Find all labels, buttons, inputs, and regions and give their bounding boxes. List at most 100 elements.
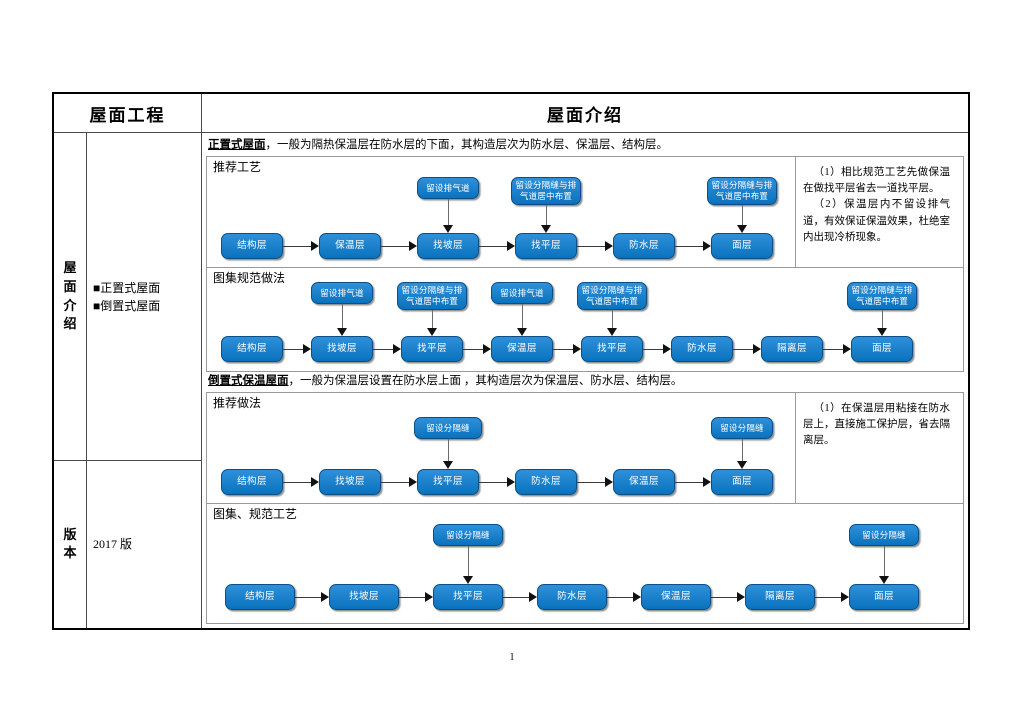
flow-connector: [373, 348, 393, 350]
table-row-intro: 屋面介绍 ■正置式屋面 ■倒置式屋面 正置式屋面，一般为隔热保温层在防水层的下面…: [52, 131, 970, 630]
flow-callout[interactable]: 留设排气道: [491, 281, 553, 304]
flow-node[interactable]: 防水层: [671, 335, 733, 362]
callout-arrow-head: [443, 224, 453, 233]
flow-node[interactable]: 保温层: [491, 335, 553, 362]
flow-connector: [503, 596, 529, 598]
flow-arrow-head: [841, 591, 849, 602]
flow-arrow-head: [311, 476, 319, 487]
flow-arrow-head: [321, 591, 329, 602]
flow-callout[interactable]: 留设分隔缝: [433, 523, 503, 546]
flow-node[interactable]: 保温层: [641, 583, 711, 610]
flow-connector: [675, 245, 703, 247]
flow-arrow-head: [663, 343, 671, 354]
callout-connector: [448, 198, 449, 225]
flow-arrow-head: [843, 343, 851, 354]
intro-bullets-cell: ■正置式屋面 ■倒置式屋面: [86, 131, 202, 462]
callout-arrow-head: [737, 224, 747, 233]
flow-panel-label: 推荐工艺: [213, 159, 262, 174]
callout-arrow-head: [443, 460, 453, 469]
flow-arrow-head: [753, 343, 761, 354]
flow-node[interactable]: 找平层: [515, 232, 577, 259]
roofing-spec-table: 屋面工程 屋面介绍 屋面介绍 ■正置式屋面 ■倒置式屋面 正置式屋面，一般为隔热…: [52, 92, 970, 630]
flow-connector: [381, 245, 409, 247]
table-header-row: 屋面工程 屋面介绍: [52, 92, 970, 133]
flow-node[interactable]: 保温层: [319, 232, 381, 259]
flow-callout[interactable]: 留设分隔缝与排气道居中布置: [577, 281, 647, 310]
panel-divider: [795, 392, 796, 503]
flow-callout[interactable]: 留设分隔缝: [414, 416, 482, 439]
flow-callout[interactable]: 留设排气道: [311, 281, 373, 304]
flow-callout[interactable]: 留设分隔缝与排气道居中布置: [397, 281, 467, 310]
flow-connector: [479, 245, 507, 247]
flow-node[interactable]: 找平层: [417, 468, 479, 495]
flow-arrow-head: [605, 476, 613, 487]
flow-node[interactable]: 面层: [849, 583, 919, 610]
callout-connector: [882, 309, 883, 328]
flow-node[interactable]: 隔离层: [745, 583, 815, 610]
flow-node[interactable]: 找坡层: [311, 335, 373, 362]
flow-node[interactable]: 找坡层: [417, 232, 479, 259]
flow-arrow-head: [483, 343, 491, 354]
flow-node[interactable]: 结构层: [221, 232, 283, 259]
flow-node[interactable]: 找坡层: [329, 583, 399, 610]
diagram-cell: 正置式屋面，一般为隔热保温层在防水层的下面，其构造层次为防水层、保温层、结构层。…: [201, 131, 970, 630]
header-left-title: 屋面工程: [52, 92, 202, 133]
flow-arrow-head: [409, 476, 417, 487]
flow-node[interactable]: 面层: [851, 335, 913, 362]
version-value: 2017 版: [86, 460, 202, 630]
flow-node[interactable]: 结构层: [221, 335, 283, 362]
flow-node[interactable]: 面层: [711, 232, 773, 259]
callout-arrow-head: [607, 327, 617, 336]
callout-arrow-head: [541, 224, 551, 233]
flow-node[interactable]: 隔离层: [761, 335, 823, 362]
flow-node[interactable]: 找平层: [401, 335, 463, 362]
flow-node[interactable]: 防水层: [613, 232, 675, 259]
callout-connector: [342, 303, 343, 328]
callout-connector: [884, 545, 885, 576]
flow-connector: [577, 481, 605, 483]
flow-panel-daozhi-recommended: 推荐做法（1）在保温层用粘接在防水层上，直接施工保护层，省去隔离层。结构层找坡层…: [206, 391, 964, 504]
flow-connector: [675, 481, 703, 483]
flow-connector: [479, 481, 507, 483]
flow-node[interactable]: 找平层: [581, 335, 643, 362]
panel-note: （1）相比规范工艺先做保温在做找平层省去一道找平层。（2）保温层内不留设排气道，…: [803, 166, 950, 243]
flow-node[interactable]: 结构层: [225, 583, 295, 610]
callout-connector: [432, 309, 433, 328]
panel-note: （1）在保温层用粘接在防水层上，直接施工保护层，省去隔离层。: [803, 402, 950, 447]
version-vertical-label-cell: 版本: [52, 460, 87, 630]
flow-node[interactable]: 找平层: [433, 583, 503, 610]
flow-panel-zhengzhi-recommended: 推荐工艺 （1）相比规范工艺先做保温在做找平层省去一道找平层。（2）保温层内不留设…: [206, 155, 964, 268]
page-number: 1: [509, 652, 515, 663]
list-item: ■正置式屋面: [93, 280, 161, 295]
flow-arrow-head: [311, 240, 319, 251]
header-right-title: 屋面介绍: [201, 92, 970, 133]
flow-callout[interactable]: 留设分隔缝: [849, 523, 919, 546]
flow-callout[interactable]: 留设分隔缝与排气道居中布置: [511, 176, 581, 205]
flow-connector: [399, 596, 425, 598]
flow-panel-label: 图集规范做法: [213, 270, 286, 285]
flow-arrow-head: [303, 343, 311, 354]
version-vertical-label: 版本: [63, 526, 77, 561]
flow-callout[interactable]: 留设分隔缝与排气道居中布置: [707, 176, 777, 205]
section-heading-description: ，一般为隔热保温层在防水层的下面，其构造层次为防水层、保温层、结构层。: [265, 139, 669, 151]
intro-vertical-label-cell: 屋面介绍: [52, 131, 87, 462]
flow-node[interactable]: 结构层: [221, 468, 283, 495]
flow-node[interactable]: 找坡层: [319, 468, 381, 495]
section-panels: 推荐工艺 （1）相比规范工艺先做保温在做找平层省去一道找平层。（2）保温层内不留设…: [206, 155, 964, 372]
flow-arrow-head: [633, 591, 641, 602]
sections-root: 正置式屋面，一般为隔热保温层在防水层的下面，其构造层次为防水层、保温层、结构层。…: [206, 136, 964, 624]
flow-node[interactable]: 面层: [711, 468, 773, 495]
flow-callout[interactable]: 留设分隔缝与排气道居中布置: [847, 281, 917, 310]
flow-node[interactable]: 保温层: [613, 468, 675, 495]
flow-connector: [463, 348, 483, 350]
flow-callout[interactable]: 留设分隔缝: [711, 416, 773, 439]
flow-arrow-head: [529, 591, 537, 602]
flow-connector: [815, 596, 841, 598]
flow-node[interactable]: 防水层: [515, 468, 577, 495]
flow-connector: [283, 481, 311, 483]
flow-node[interactable]: 防水层: [537, 583, 607, 610]
flow-connector: [577, 245, 605, 247]
section-heading-title: 倒置式保温屋面: [208, 374, 289, 387]
flow-callout[interactable]: 留设排气道: [417, 176, 479, 199]
